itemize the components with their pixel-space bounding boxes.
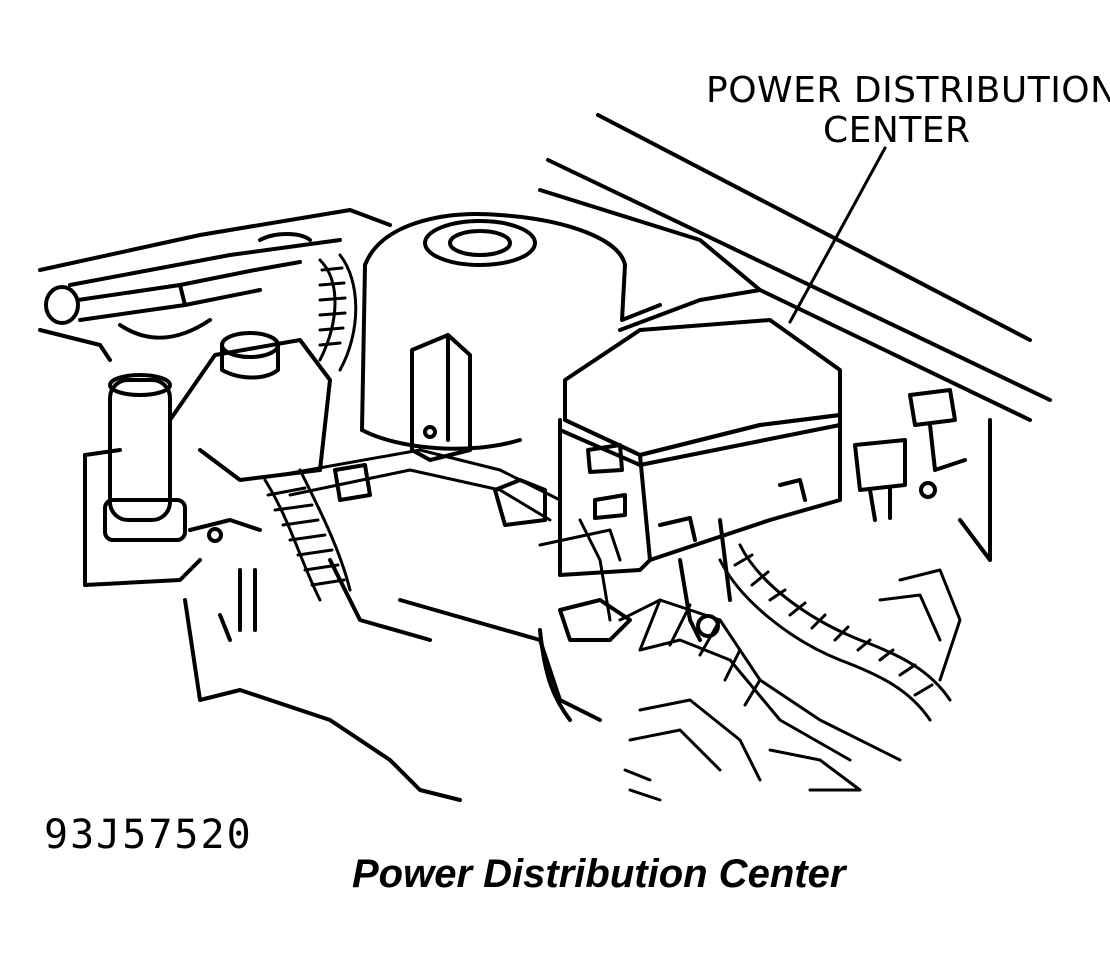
- figure-caption: Power Distribution Center: [352, 852, 846, 896]
- cowl-lines: [38, 208, 392, 362]
- engine-body: [183, 558, 602, 802]
- brake-reservoir: [83, 331, 332, 587]
- wiring-harness-left: [263, 253, 562, 602]
- figure-code: 93J57520: [44, 812, 253, 858]
- power-distribution-center-box: [558, 318, 842, 577]
- callout-leader: [788, 146, 887, 324]
- mount-bracket: [678, 518, 732, 642]
- connector: [333, 463, 632, 722]
- fender-lines: [538, 113, 1052, 562]
- ignition-wire: [44, 260, 302, 340]
- bracket: [410, 333, 472, 462]
- wiring-harness-right: [718, 543, 962, 722]
- callout-label-line2: CENTER: [823, 110, 971, 151]
- air-cleaner: [360, 212, 662, 451]
- relay: [853, 388, 967, 522]
- callout-label-line1: POWER DISTRIBUTION: [706, 70, 1110, 111]
